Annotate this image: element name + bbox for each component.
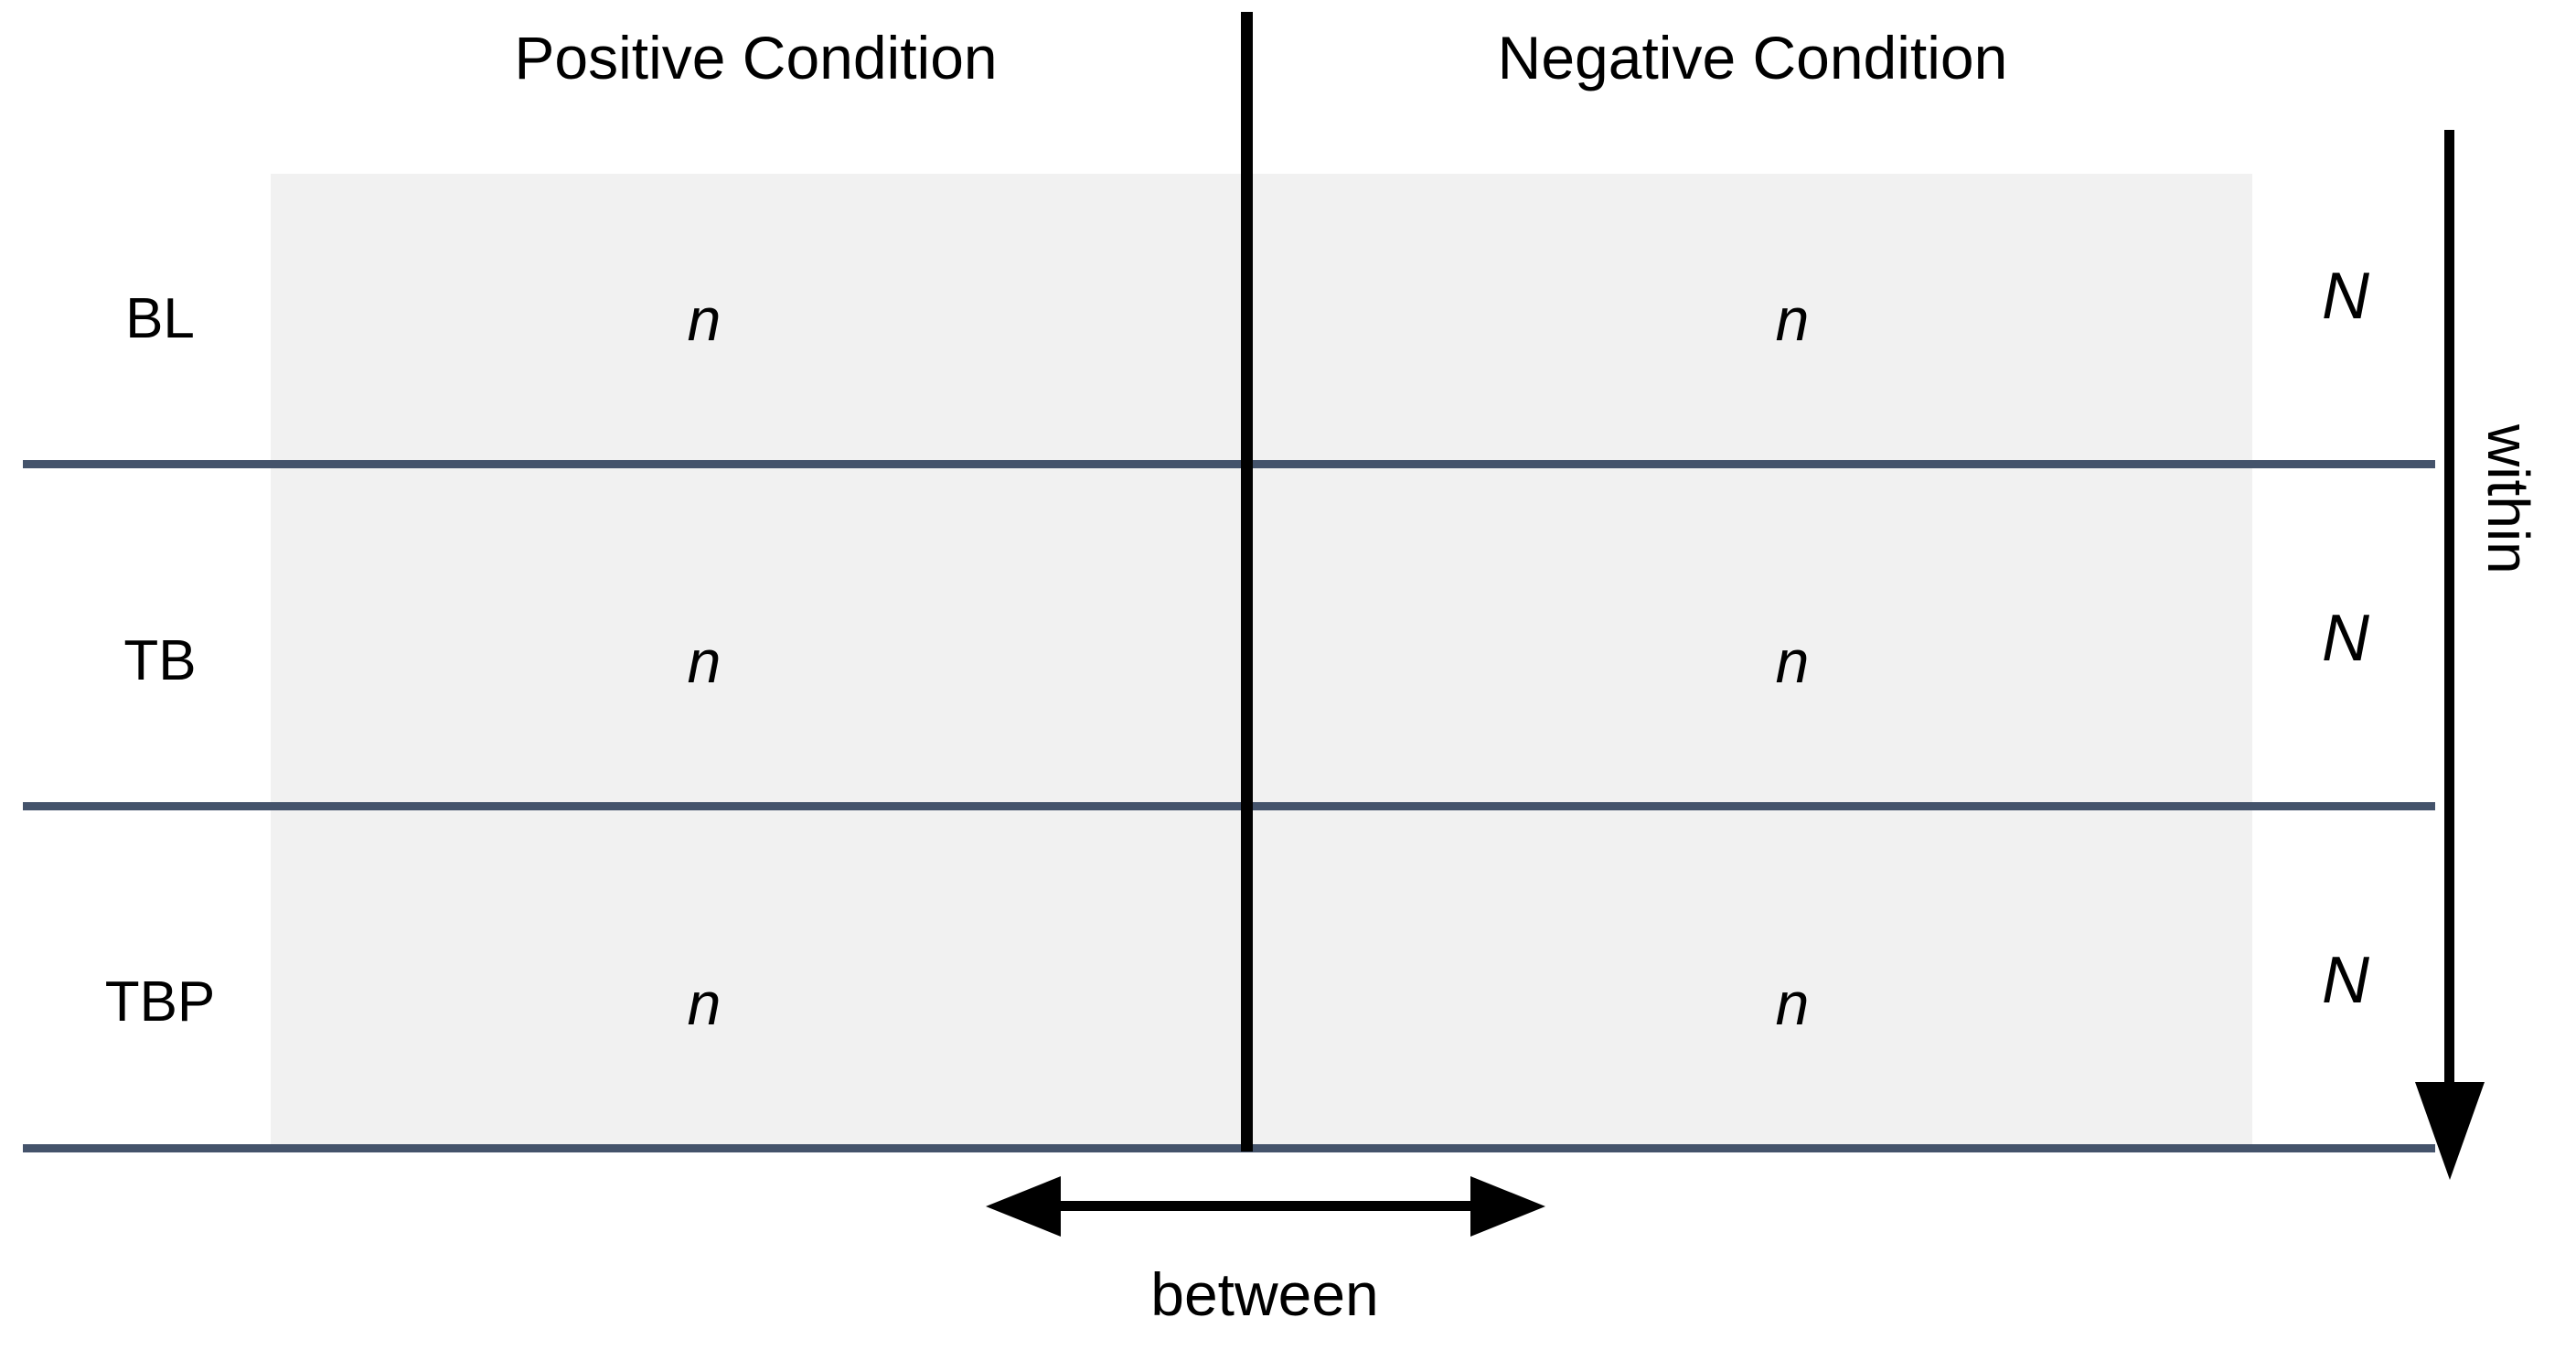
cell-bl-negative: n — [1775, 285, 1810, 353]
row-label-tb: TB — [123, 629, 197, 692]
cell-bl-positive: n — [687, 285, 721, 353]
data-band-background — [271, 174, 2252, 1152]
between-arrow-shaft — [1020, 1201, 1513, 1211]
row-total-tbp: N — [2322, 944, 2369, 1017]
column-header-negative-condition: Negative Condition — [1497, 24, 2008, 91]
within-arrow-shaft — [2444, 130, 2454, 1087]
cell-tbp-positive: n — [687, 970, 721, 1037]
row-label-bl: BL — [125, 287, 195, 350]
between-arrow-head-right-icon — [1470, 1176, 1545, 1237]
column-header-positive-condition: Positive Condition — [514, 24, 998, 91]
within-factor-label: within — [2475, 424, 2541, 574]
condition-divider-line — [1241, 12, 1253, 1152]
row-total-tb: N — [2322, 602, 2369, 675]
cell-tb-negative: n — [1775, 627, 1810, 695]
cell-tbp-negative: n — [1775, 970, 1810, 1037]
bottom-rule — [23, 1144, 2435, 1152]
row-separator-rule-1 — [23, 460, 2435, 468]
row-total-bl: N — [2322, 260, 2369, 333]
row-label-tbp: TBP — [104, 970, 216, 1034]
row-separator-rule-2 — [23, 802, 2435, 810]
cell-tb-positive: n — [687, 627, 721, 695]
within-arrow-head-icon — [2415, 1082, 2485, 1180]
between-factor-label: between — [1150, 1260, 1379, 1328]
between-arrow-head-left-icon — [986, 1176, 1061, 1237]
